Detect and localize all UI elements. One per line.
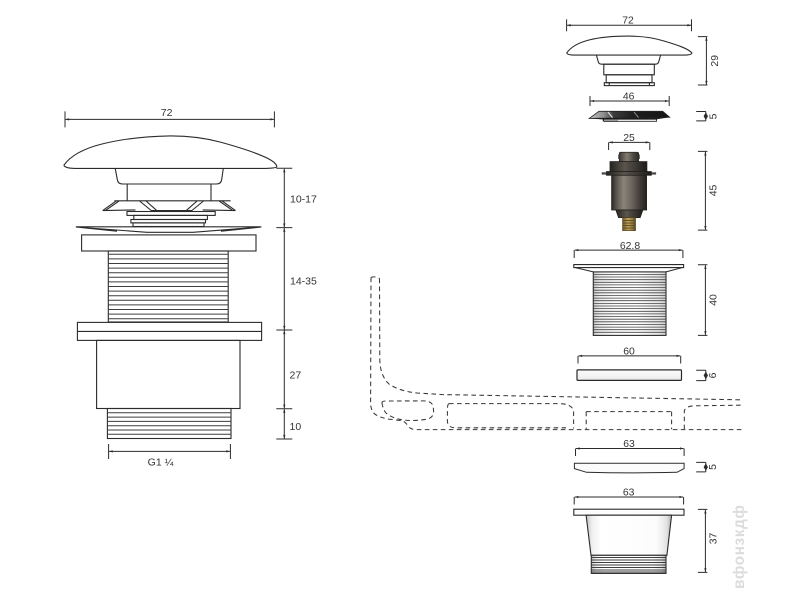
svg-text:72: 72 xyxy=(622,16,634,27)
svg-text:27: 27 xyxy=(290,370,302,382)
svg-text:вфонзкдф: вфонзкдф xyxy=(731,505,748,589)
svg-text:25: 25 xyxy=(623,133,635,144)
svg-text:10-17: 10-17 xyxy=(290,193,317,205)
svg-text:45: 45 xyxy=(709,185,720,197)
svg-text:40: 40 xyxy=(709,294,720,306)
svg-text:29: 29 xyxy=(710,55,721,67)
svg-text:5: 5 xyxy=(709,113,720,119)
svg-text:5: 5 xyxy=(708,464,719,470)
svg-text:6: 6 xyxy=(708,372,719,378)
svg-text:60: 60 xyxy=(623,346,635,357)
svg-text:37: 37 xyxy=(709,533,720,545)
svg-text:63: 63 xyxy=(623,439,635,450)
svg-text:14-35: 14-35 xyxy=(290,276,317,288)
svg-text:72: 72 xyxy=(161,107,173,119)
svg-text:62.8: 62.8 xyxy=(620,241,640,252)
svg-text:46: 46 xyxy=(623,91,635,102)
svg-text:63: 63 xyxy=(623,488,635,499)
svg-text:G1 ¼: G1 ¼ xyxy=(148,457,174,469)
svg-text:10: 10 xyxy=(290,421,302,433)
